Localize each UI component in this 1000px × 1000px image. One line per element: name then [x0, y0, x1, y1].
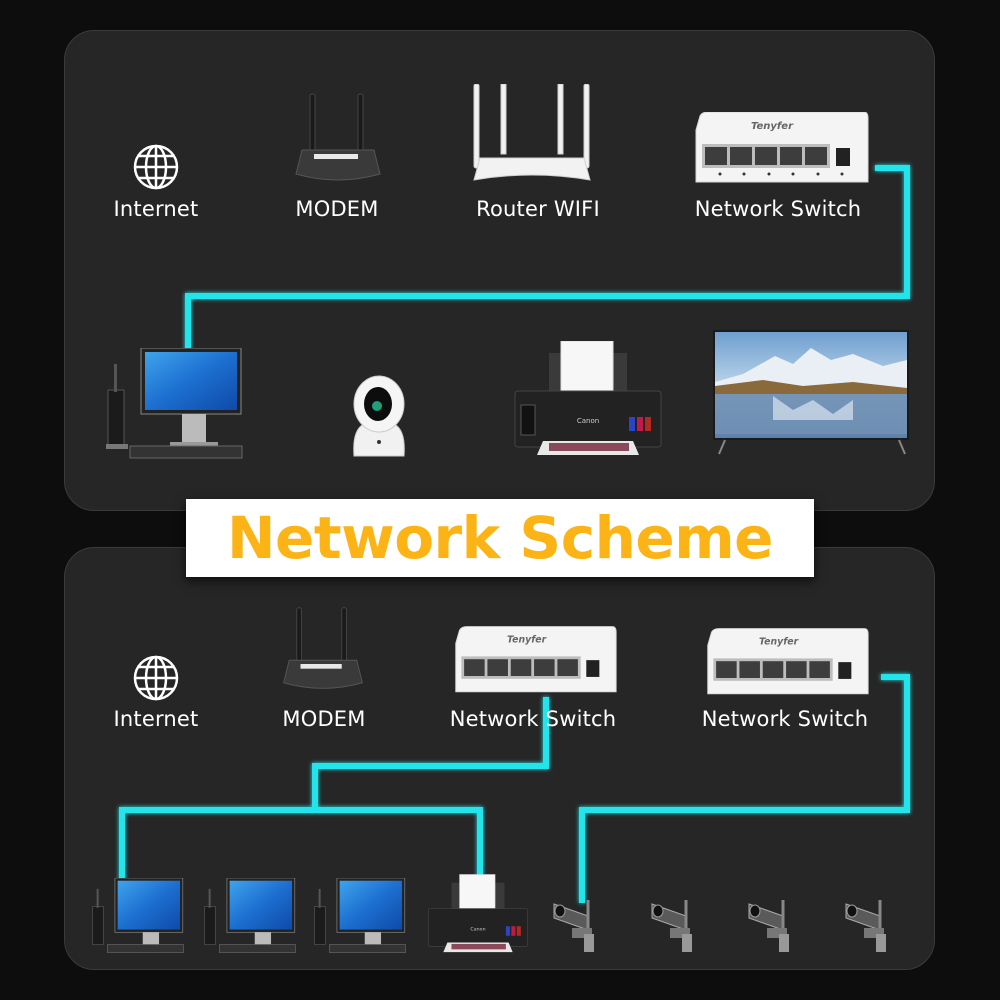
network-switch-icon: Tenyfer [707, 628, 869, 695]
printer-icon: Canon [428, 874, 528, 953]
svg-text:Tenyfer: Tenyfer [751, 121, 794, 132]
label-router-wifi: Router WIFI [476, 197, 600, 221]
security-camera-icon [845, 900, 886, 952]
wifi-router-icon [473, 84, 591, 181]
svg-text:Canon: Canon [577, 417, 599, 425]
label-internet: Internet [113, 197, 199, 221]
globe-icon [133, 144, 179, 190]
security-camera-icon [651, 900, 692, 952]
title-banner: Network Scheme [186, 499, 814, 577]
desktop-computer-icon [204, 878, 296, 953]
security-camera-icon [553, 900, 594, 952]
page-title: Network Scheme [227, 504, 773, 572]
svg-text:Canon: Canon [470, 926, 485, 932]
tv-icon [713, 330, 909, 455]
network-switch-icon: Tenyfer [695, 112, 869, 183]
globe-icon [133, 655, 179, 701]
label-network-switch: Network Switch [694, 197, 862, 221]
label-internet: Internet [113, 707, 199, 731]
modem-icon [295, 93, 381, 181]
modem-icon [283, 607, 363, 689]
printer-icon: Canon [514, 341, 662, 455]
svg-text:Tenyfer: Tenyfer [759, 636, 800, 647]
label-network-switch-1: Network Switch [449, 707, 617, 731]
desktop-computer-icon [314, 878, 406, 953]
label-modem: MODEM [295, 197, 379, 221]
desktop-computer-icon [92, 878, 184, 953]
ip-camera-icon [353, 375, 405, 457]
label-network-switch-2: Network Switch [701, 707, 869, 731]
desktop-computer-icon [106, 348, 243, 459]
label-modem: MODEM [282, 707, 366, 731]
security-camera-icon [748, 900, 789, 952]
network-switch-icon: Tenyfer [455, 626, 617, 693]
svg-text:Tenyfer: Tenyfer [507, 634, 548, 645]
